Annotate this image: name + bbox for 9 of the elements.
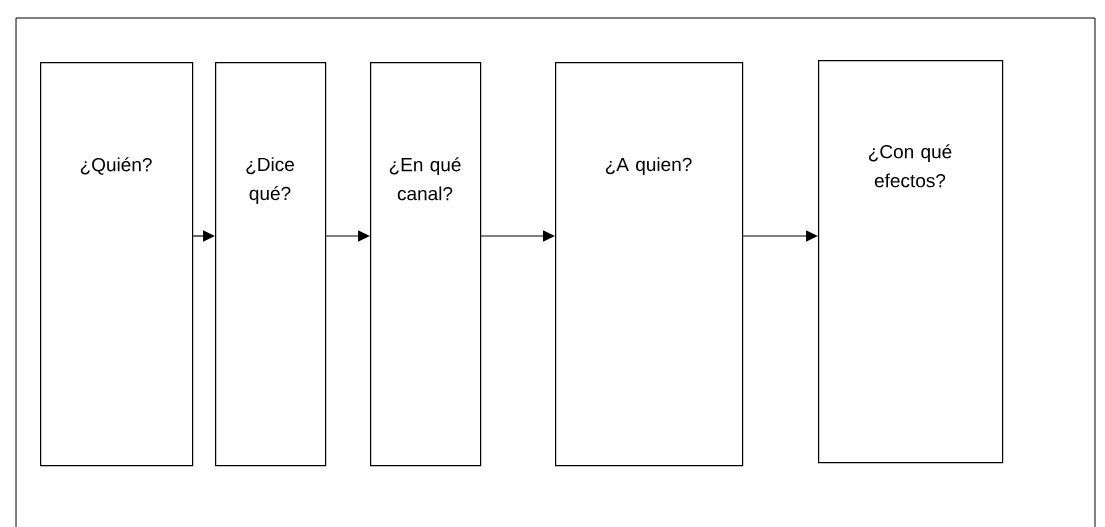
arrow	[192, 230, 215, 242]
process-box: ¿A quien?	[555, 62, 744, 467]
arrow	[742, 230, 818, 242]
process-box: ¿Dice qué?	[215, 62, 327, 467]
process-box: ¿Quién?	[40, 62, 194, 467]
arrow	[325, 230, 370, 242]
process-box: ¿En qué canal?	[370, 62, 482, 467]
arrow	[480, 230, 555, 242]
process-box: ¿Con qué efectos?	[818, 60, 1004, 464]
